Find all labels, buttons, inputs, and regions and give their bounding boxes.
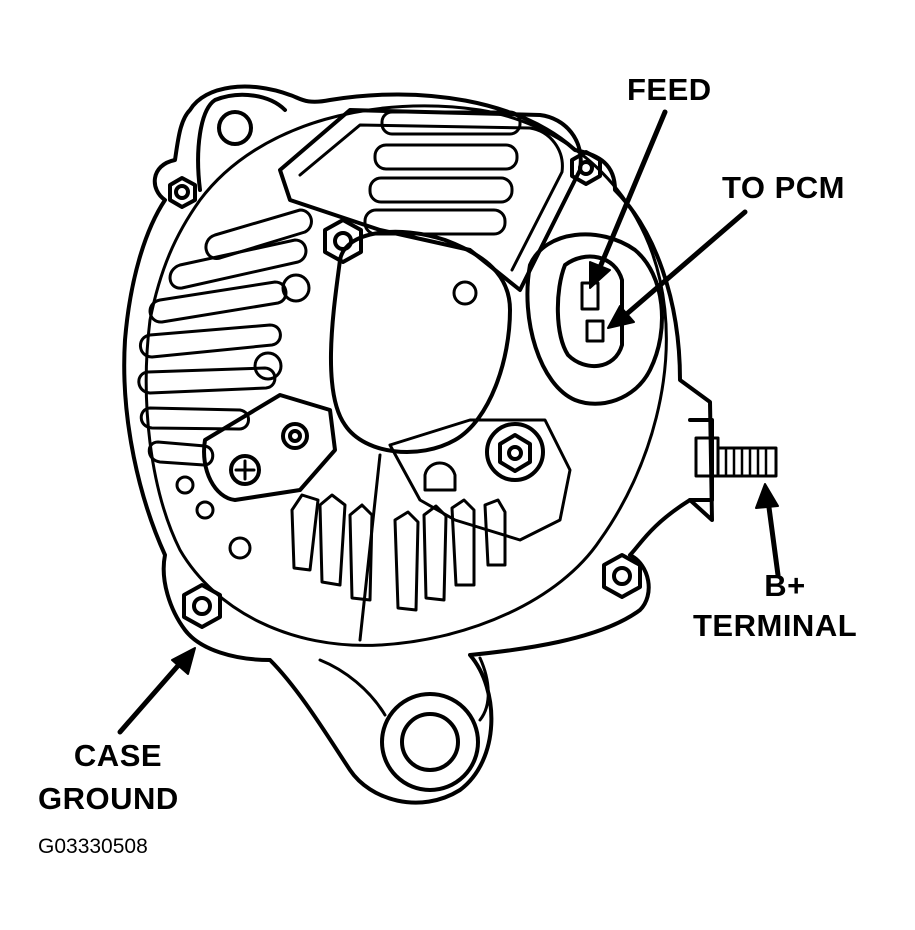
connector-pcm-pin <box>585 319 605 343</box>
case-ground-arrow-shaft <box>117 657 186 735</box>
b-plus-label: B+ <box>764 568 806 603</box>
leader-arrows <box>117 109 781 735</box>
bottom-ear-web <box>318 658 387 717</box>
regulator-cover-inner <box>298 123 564 272</box>
lower-cooling-fins <box>290 493 507 612</box>
housing-split-line <box>358 453 382 642</box>
top-mount-ear <box>196 92 287 192</box>
b-plus-arrowhead <box>755 483 779 509</box>
rectifier-plate-right <box>388 418 572 542</box>
alternator-housing-outline <box>122 84 714 805</box>
bottom-ear-web-right <box>478 656 490 722</box>
bottom-mount-hole <box>400 712 460 772</box>
to-pcm-arrowhead <box>607 305 635 329</box>
to-pcm-arrow-shaft <box>619 209 748 321</box>
vent-hole-2 <box>253 351 283 381</box>
vent-hole-1 <box>281 273 311 303</box>
bolt-lower-left <box>182 583 222 629</box>
cover-slot-4 <box>363 208 507 236</box>
ground-label: GROUND <box>38 781 179 816</box>
vent-hole-3 <box>175 475 195 495</box>
connector-plug <box>555 254 624 369</box>
case-label: CASE <box>73 738 163 773</box>
bottom-mount-ring <box>380 692 480 792</box>
cover-slot-2 <box>373 143 519 171</box>
screw-terminal <box>229 454 261 486</box>
bolt-rectifier <box>485 422 545 482</box>
terminal-label: TERMINAL <box>693 608 858 643</box>
brush-holder <box>328 229 512 454</box>
brush-holder-hole <box>452 280 478 306</box>
feed-arrow-shaft <box>595 109 668 275</box>
cover-slot-1 <box>380 110 522 136</box>
bolt-lower-right <box>602 553 642 599</box>
connector-housing <box>525 232 664 406</box>
terminal-stud <box>716 446 778 478</box>
terminal-boss <box>688 418 714 502</box>
terminal-stud-threads <box>724 446 768 478</box>
vent-hole-4 <box>195 500 215 520</box>
cover-slot-3 <box>368 176 514 204</box>
figure-id: G03330508 <box>38 835 148 858</box>
housing-inner-rim <box>144 104 668 647</box>
rectifier-plate <box>202 393 337 502</box>
bolt-top-left <box>168 176 197 209</box>
vent-hole-5 <box>228 536 252 560</box>
bolt-terminal-left <box>281 422 309 450</box>
terminal-nut <box>694 436 720 478</box>
to-pcm-label: TO PCM <box>722 170 845 205</box>
case-ground-arrowhead <box>171 647 196 675</box>
rectifier-diode <box>423 461 457 492</box>
feed-arrowhead <box>589 261 611 289</box>
feed-label: FEED <box>627 72 712 107</box>
top-mount-hole <box>217 110 253 146</box>
b-plus-arrow-shaft <box>765 497 781 578</box>
regulator-cover <box>278 108 583 292</box>
